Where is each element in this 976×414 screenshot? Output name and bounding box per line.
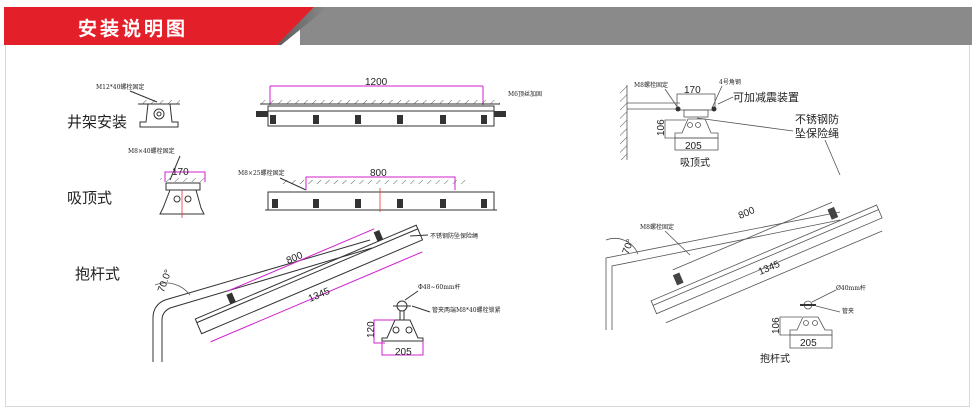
right-rope-note-line2: 坠保险绳	[795, 126, 839, 140]
rope-note: 不锈钢防坠保险绳	[430, 232, 478, 240]
derrick-bolt-note: M12*40螺栓固定	[96, 83, 144, 91]
content-frame	[5, 45, 970, 407]
right-pole-spacing-dim: 800	[737, 205, 757, 222]
right-clamp-note: 管夹	[842, 307, 854, 315]
pole-angle-dim: 70.0°	[156, 268, 174, 294]
header-bar-red	[4, 7, 314, 45]
ceiling-width-dim: 170	[172, 167, 189, 178]
angle-steel-note: 4号角钢	[719, 78, 741, 86]
header-bar-gray	[300, 7, 972, 45]
right-ceiling-drawing: M8螺栓固定 4号角钢 可加减震装置 170 不锈钢防 坠保险绳 106 205…	[620, 78, 841, 176]
clamp-note: 管夹两端M8*40螺栓锁紧	[432, 306, 501, 314]
pole-install-label: 抱杆式	[75, 265, 120, 283]
pole-install-drawing: 抱杆式 70.0° 800 1345 不锈钢防坠保险绳 Φ48~60mm杆 管夹…	[75, 224, 501, 362]
right-ceiling-label: 吸顶式	[680, 156, 710, 169]
ceiling-bolt-note: M8×40螺栓固定	[128, 147, 175, 155]
pole-diameter-note: Φ48~60mm杆	[418, 283, 461, 291]
derrick-install-drawing: 井架安装 M12*40螺栓固定 1200 M6顶丝加固	[67, 77, 542, 131]
clamp-height-dim: 120	[366, 321, 377, 338]
clamp-base-dim: 205	[395, 347, 412, 358]
right-rope-note-line1: 不锈钢防	[795, 112, 839, 126]
right-pole-diameter-note: Ø40mm杆	[836, 284, 866, 292]
pole-length-dim: 1345	[307, 286, 332, 305]
derrick-length-dim: 1200	[365, 77, 388, 88]
ceiling-install-drawing: 吸顶式 M8×40螺栓固定 170 M8×25螺栓固定 800	[67, 147, 497, 218]
section-title: 安装说明图	[78, 18, 189, 40]
ceiling-bolt2-note: M8×25螺栓固定	[238, 169, 285, 177]
right-pole-label: 抱杆式	[760, 352, 790, 365]
right-ceiling-base-dim: 205	[685, 141, 702, 152]
ceiling-install-label: 吸顶式	[67, 189, 112, 207]
right-pole-angle-dim: 70°	[621, 238, 637, 256]
right-clamp-height-dim: 106	[771, 317, 782, 334]
right-clamp-base-dim: 205	[800, 338, 817, 349]
right-ceiling-width-dim: 170	[684, 85, 701, 96]
right-pole-drawing: 70° M8螺栓固定 800 1345 Ø40mm杆 管夹 106 205 抱杆…	[605, 201, 883, 365]
ceiling-spacing-dim: 800	[370, 168, 387, 179]
derrick-install-label: 井架安装	[67, 113, 127, 131]
right-ceiling-height-dim: 106	[656, 119, 667, 136]
right-ceiling-bolt-note: M8螺栓固定	[634, 81, 668, 89]
right-pole-bolt-note: M8螺栓固定	[640, 223, 674, 231]
pole-spacing-dim: 800	[285, 250, 305, 267]
derrick-screw-note: M6顶丝加固	[508, 90, 542, 98]
damping-note: 可加减震装置	[733, 91, 799, 104]
